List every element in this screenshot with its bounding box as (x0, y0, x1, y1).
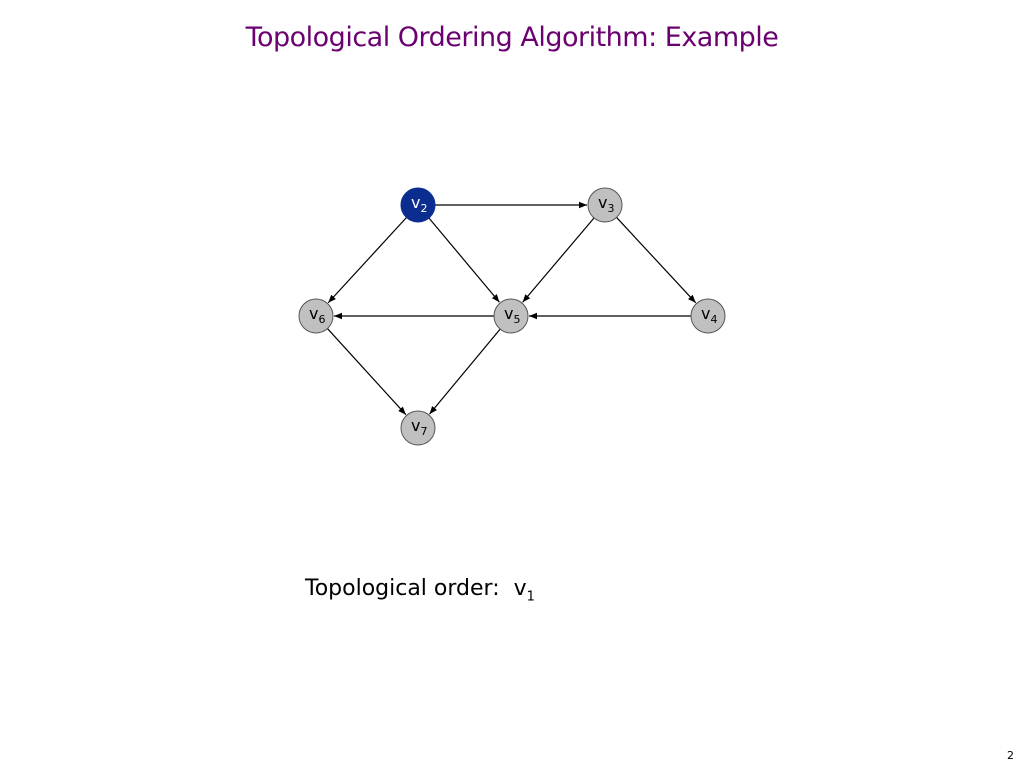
node-v7: v7 (400, 410, 436, 446)
node-label-v2: v2 (411, 193, 427, 215)
node-label-v5: v5 (504, 304, 520, 326)
order-item: v1 (513, 576, 535, 605)
order-label: Topological order: (305, 576, 514, 601)
node-circle-v6 (298, 298, 334, 334)
node-circle-v3 (587, 187, 623, 223)
node-circle-v4 (690, 298, 726, 334)
edge-v2-v6 (327, 217, 407, 304)
node-circle-v5 (493, 298, 529, 334)
topological-order-line: Topological order: v1 (305, 576, 535, 604)
node-label-v4: v4 (701, 304, 717, 326)
node-v3: v3 (587, 187, 623, 223)
node-label-v6: v6 (309, 304, 325, 326)
node-v2: v2 (400, 187, 436, 223)
node-label-v7: v7 (411, 416, 427, 438)
edge-v5-v7 (429, 328, 501, 415)
edge-v2-v5 (428, 217, 500, 303)
node-v6: v6 (298, 298, 334, 334)
node-v5: v5 (493, 298, 529, 334)
node-circle-v7 (400, 410, 436, 446)
nodes-layer: v2 v3 v6 v5 v4 v7 (298, 187, 726, 446)
page-number: 2 (1007, 749, 1014, 762)
node-v4: v4 (690, 298, 726, 334)
node-label-v3: v3 (598, 193, 614, 215)
slide-title: Topological Ordering Algorithm: Example (245, 22, 779, 53)
edge-v6-v7 (327, 328, 407, 416)
edge-v3-v5 (522, 217, 595, 303)
order-items: v1 (513, 576, 535, 605)
node-circle-v2 (400, 187, 436, 223)
edge-v3-v4 (616, 217, 697, 304)
edges-layer (327, 201, 697, 416)
